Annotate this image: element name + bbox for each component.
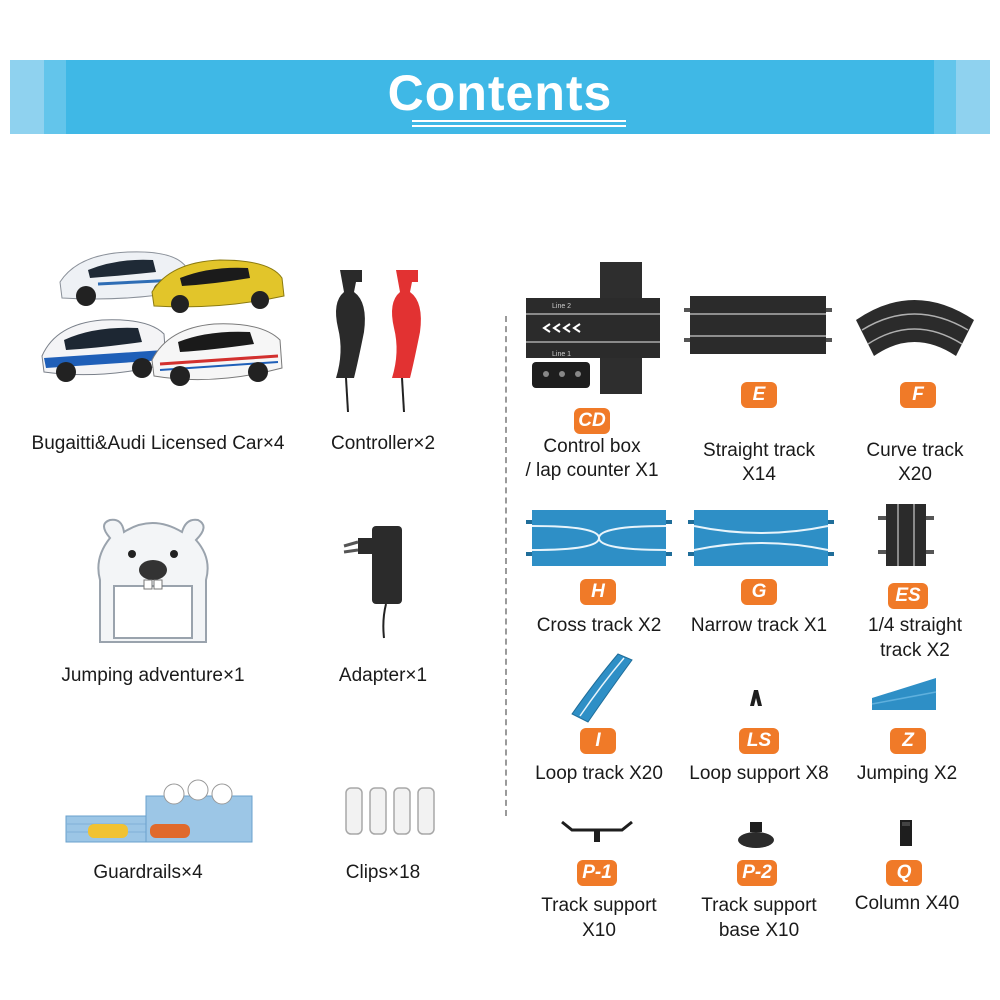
curve-track-label-2: X20 [898, 464, 932, 485]
badge-q: Q [886, 860, 922, 886]
clips-label: Clips×18 [345, 862, 421, 883]
badge-p2: P-2 [737, 860, 777, 886]
car-icon [151, 259, 285, 313]
quarter-straight-label-1: 1/4 straight [868, 615, 962, 636]
column-image [900, 820, 912, 846]
column-divider [505, 316, 507, 816]
banner-edge-left [10, 60, 44, 134]
badge-cd: CD [574, 408, 610, 434]
column-label: Column X40 [854, 893, 960, 914]
page-title: Contents [387, 65, 613, 121]
straight-track-label-1: Straight track [703, 440, 815, 461]
control-box-label-2: / lap counter X1 [525, 460, 659, 481]
banner-edge-right [956, 60, 990, 134]
contents-banner: Contents [10, 60, 990, 134]
guardrails-label: Guardrails×4 [93, 862, 203, 883]
badge-e: E [741, 382, 777, 408]
track-support-base-label-2: base X10 [718, 920, 800, 941]
track-support-base-label-1: Track support [701, 895, 817, 916]
loop-support-image [750, 690, 762, 706]
badge-i: I [580, 728, 616, 754]
track-support-image [561, 820, 633, 842]
cross-track-image [526, 510, 672, 566]
curve-track-label-1: Curve track [866, 440, 964, 461]
controller-icon [392, 270, 421, 413]
banner-edge-right-inner [934, 60, 956, 134]
cross-track-label: Cross track X2 [536, 615, 662, 636]
car-icon [151, 323, 283, 386]
cars-image [41, 251, 285, 386]
badge-ls: LS [739, 728, 779, 754]
narrow-track-label: Narrow track X1 [690, 615, 828, 636]
title-underline-2 [412, 125, 626, 127]
lane-top-text: Line 2 [552, 303, 571, 310]
loop-track-label: Loop track X20 [535, 763, 663, 784]
track-support-label-2: X10 [582, 920, 616, 941]
guardrails-image [65, 779, 253, 843]
car-icon [41, 319, 167, 382]
badge-z: Z [890, 728, 926, 754]
adapter-image [343, 526, 402, 639]
badge-f: F [900, 382, 936, 408]
banner-edge-left-inner [44, 60, 66, 134]
jumping-adventure-image [97, 518, 209, 643]
jumping-label: Jumping X2 [856, 763, 958, 784]
narrow-track-image [688, 510, 834, 566]
jumping-ramp-image [871, 678, 937, 710]
loop-support-label: Loop support X8 [689, 763, 829, 784]
title-underline [412, 120, 626, 122]
quarter-straight-label-2: track X2 [880, 640, 950, 661]
quarter-straight-image [878, 504, 934, 566]
clips-image [345, 787, 435, 835]
lane-bottom-text: Line 1 [552, 351, 571, 358]
control-box-label-1: Control box [543, 436, 641, 457]
badge-es: ES [888, 583, 928, 609]
controllers-label: Controller×2 [330, 433, 436, 454]
curve-track-image [856, 300, 974, 356]
badge-g: G [741, 579, 777, 605]
track-support-base-image [738, 822, 774, 848]
jumping-adventure-label: Jumping adventure×1 [61, 665, 245, 686]
controller-icon [336, 270, 365, 413]
straight-track-label-2: X14 [742, 464, 776, 485]
controllers-image [336, 270, 421, 413]
badge-h: H [580, 579, 616, 605]
control-box-image: Line 2 Line 1 [526, 262, 660, 394]
cars-label: Bugaitti&Audi Licensed Car×4 [31, 433, 285, 454]
loop-track-image [571, 653, 633, 723]
adapter-label: Adapter×1 [338, 665, 428, 686]
badge-p1: P-1 [577, 860, 617, 886]
track-support-label-1: Track support [541, 895, 657, 916]
straight-track-image [684, 296, 832, 354]
